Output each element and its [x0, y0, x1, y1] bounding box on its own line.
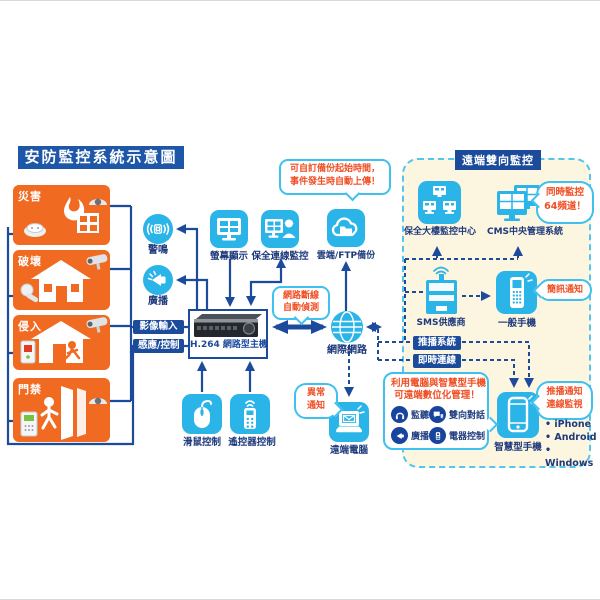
sms-note-bubble: 簡訊通知 — [538, 279, 592, 301]
display-monitor-icon — [210, 210, 248, 248]
internet-globe-icon — [330, 310, 364, 344]
broadcast-label: 廣播 — [148, 296, 168, 307]
dvr-label: H.264 網路型主機 — [190, 340, 268, 350]
disaster-graphic-fire-smoke-detector-dome-camera — [24, 197, 107, 237]
management-feature-box: 利用電腦與智慧型手機 可遠端數位化管理！ 監聽 雙向對話 廣播 — [383, 372, 489, 450]
display-label: 螢幕顯示 — [209, 251, 248, 262]
platform-item: Android — [545, 431, 600, 444]
video-input-tag: 影像輸入 — [133, 320, 184, 334]
cms-note-bubble: 同時監控 64頻道！ — [536, 181, 594, 224]
monitor-center-icon — [418, 181, 461, 224]
source-box-intrusion: 侵入 — [13, 315, 110, 370]
internet-label: 網際網路 — [327, 345, 367, 356]
security-link-label: 保全連線監控 — [251, 251, 309, 262]
sensor-control-tag: 感應/控制 — [133, 339, 184, 353]
mouse-control-label: 滑鼠控制 — [182, 437, 221, 448]
live-link-tag: 即時連線 — [413, 354, 462, 368]
dvr-device-image — [194, 314, 262, 337]
access-graphic-door-person-keypad-dome-camera — [20, 386, 107, 440]
vandalism-graphic-house-shock-sensor-bullet-camera — [20, 254, 108, 303]
remote-control-label: 遙控器控制 — [228, 437, 276, 448]
source-label: 門禁 — [18, 383, 42, 396]
chat-bubbles-icon — [429, 406, 447, 423]
diagram-title: 安防監控系統示意圖 — [18, 146, 184, 169]
source-label: 侵入 — [18, 320, 42, 333]
appliance-remote-icon — [429, 427, 447, 444]
panel-title: 遠端雙向監控 — [455, 150, 541, 170]
sms-provider-label: SMS供應商 — [416, 318, 466, 328]
intrusion-graphic-house-person-panic-button — [20, 317, 108, 364]
platform-item: Windows — [545, 444, 600, 470]
remote-controller-icon — [230, 394, 270, 434]
monitor-center-label: 保全大樓監控中心 — [403, 227, 476, 237]
source-label: 破壞 — [18, 255, 42, 268]
feature-broadcast: 廣播 — [391, 427, 429, 444]
basic-phone-label: 一般手機 — [498, 318, 537, 329]
feature-two-way-talk: 雙向對話 — [429, 406, 485, 423]
dvr-host: H.264 網路型主機 — [188, 309, 268, 359]
feature-appliance-control: 電器控制 — [429, 427, 485, 444]
megaphone-icon — [391, 427, 408, 444]
remote-pc-icon — [329, 402, 369, 442]
source-label: 災害 — [18, 190, 42, 203]
security-link-monitor-guard-icon — [261, 210, 299, 248]
sms-provider-icon — [423, 264, 460, 318]
headphones-icon — [391, 406, 408, 423]
basic-phone-icon — [496, 271, 537, 314]
cms-label: CMS中央管理系統 — [486, 227, 564, 237]
source-box-access-control: 門禁 — [13, 378, 110, 442]
cloud-backup-label: 雲端/FTP備份 — [316, 251, 376, 261]
mouse-icon — [182, 394, 222, 434]
platform-item: iPhone — [545, 418, 600, 431]
source-box-disaster: 災害 — [13, 185, 110, 245]
cloud-backup-icon — [327, 209, 365, 247]
broadcast-icon — [143, 265, 173, 295]
siren-icon — [143, 214, 173, 244]
smartphone-label: 智慧型手機 — [494, 442, 542, 453]
feature-listen: 監聽 — [391, 406, 429, 423]
smartphone-platform-list: iPhone Android Windows — [545, 418, 600, 470]
push-system-tag: 推播系統 — [413, 336, 462, 350]
siren-label: 警鳴 — [148, 245, 168, 256]
remote-pc-label: 遠端電腦 — [329, 445, 368, 456]
source-box-vandalism: 破壞 — [13, 250, 110, 310]
backup-note-bubble: 可自訂備份起始時間， 事件發生時自動上傳！ — [279, 159, 391, 195]
